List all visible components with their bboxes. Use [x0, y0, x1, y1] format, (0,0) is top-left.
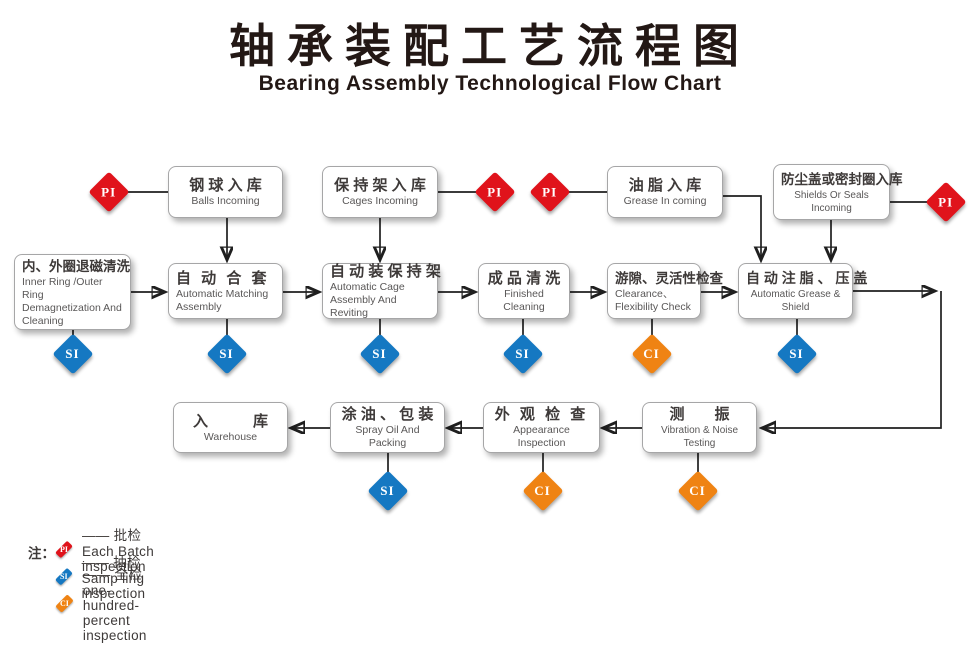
node-cage-assembly: 自 动 装 保 持 架 Automatic Cage Assembly And …: [322, 263, 441, 319]
page-title: 轴承装配工艺流程图: [229, 20, 751, 72]
si-badge-label: SI: [515, 345, 531, 361]
node-shields-incoming: 防尘盖或密封圈入库 Shields Or Seals Incoming: [773, 164, 903, 220]
node-grease-incoming: 油 脂 入 库 Grease In coming: [607, 166, 723, 218]
node-en-label: Assembly And Reviting: [330, 294, 397, 319]
page-subtitle: Bearing Assembly Technological Flow Char…: [258, 72, 722, 95]
node-en-label: Grease In coming: [623, 195, 707, 207]
node-demagnetization-cleaning: 内、外圈退磁清洗 Inner Ring /Outer Ring Demagnet…: [14, 254, 131, 330]
si-badge-label: SI: [789, 345, 805, 361]
legend-text: —— 抽检 Samp ling inspection: [81, 555, 146, 601]
node-finished-cleaning: 成 品 清 洗 Finished Cleaning: [478, 263, 570, 319]
node-en-label: Balls Incoming: [191, 195, 260, 207]
node-vibration-testing: 测 振 Vibration & Noise Testing: [642, 402, 757, 453]
node-en-label: Appearance Inspection: [513, 424, 570, 449]
node-cages-incoming: 保 持 架 入 库 Cages Incoming: [322, 166, 438, 218]
node-en-label: Automatic Cage: [330, 281, 405, 293]
node-en-label: Assembly: [176, 300, 222, 313]
node-en-label: Shields Or Seals Incoming: [794, 189, 869, 214]
node-zh-label: 测 振: [669, 406, 730, 423]
node-en-label: Warehouse: [203, 430, 258, 443]
si-badge-label: SI: [219, 345, 235, 361]
legend-item-batch: PI —— 批检 Each Batch inspection: [55, 528, 155, 574]
node-automatic-matching: 自 动 合 套 Automatic Matching Assembly: [168, 263, 283, 319]
node-en-label: Cages Incoming: [342, 195, 418, 207]
node-clearance-check: 游隙、灵活性检查 Clearance、 Flexibility Check: [607, 263, 723, 319]
node-zh-label: 自 动 合 套: [176, 269, 270, 287]
node-zh-label: 自 动 注 脂 、 压 盖: [746, 269, 868, 286]
legend-text: —— 批检 Each Batch inspection: [82, 528, 155, 574]
ci-badge-label: CI: [60, 598, 69, 608]
si-badge-label: SI: [60, 571, 68, 581]
node-zh-label: 防尘盖或密封圈入库: [781, 171, 903, 187]
node-zh-label: 内、外圈退磁清洗: [22, 258, 130, 274]
node-en-label: Vibration & Noise Testing: [660, 425, 739, 449]
node-zh-label: 油 脂 入 库: [628, 177, 702, 194]
node-en-label: Automatic Matching: [176, 287, 269, 300]
legend-text: —— 全检 one-hundred-percent inspection: [82, 567, 147, 643]
node-en-label: Flexibility Check: [615, 300, 691, 313]
node-en-label: Spray Oil And Packing: [355, 424, 420, 449]
node-en-label: Inner Ring /Outer Ring: [22, 275, 103, 301]
si-badge-label: SI: [65, 345, 81, 361]
node-en-label: Cleaning: [22, 314, 64, 327]
node-appearance-inspection: 外 观 检 查 Appearance Inspection: [483, 402, 600, 453]
node-en-label: Clearance、: [615, 287, 674, 300]
node-en-label: Finished Cleaning: [503, 287, 545, 313]
node-zh-label: 成 品 清 洗: [487, 269, 561, 287]
pi-badge-label: PI: [101, 184, 117, 199]
pi-badge-label: PI: [60, 544, 68, 554]
node-balls-incoming: 钢 球 入 库 Balls Incoming: [168, 166, 283, 218]
node-spray-oil-packing: 涂 油 、 包 装 Spray Oil And Packing: [330, 402, 445, 453]
legend-item-sampling: SI —— 抽检 Samp ling inspection: [55, 555, 155, 601]
node-zh-label: 入 库: [192, 412, 268, 430]
pi-badge-label: PI: [542, 184, 558, 199]
node-zh-label: 钢 球 入 库: [189, 177, 262, 194]
node-zh-label: 自 动 装 保 持 架: [330, 263, 441, 280]
pi-badge-label: PI: [487, 184, 503, 199]
ci-badge-label: CI: [689, 482, 707, 498]
pi-badge-label: PI: [938, 194, 954, 209]
legend-note-label: 注：: [28, 546, 55, 561]
node-grease-and-shield: 自 动 注 脂 、 压 盖 Automatic Grease & Shield: [738, 263, 868, 319]
node-warehouse: 入 库 Warehouse: [173, 402, 288, 453]
node-zh-label: 游隙、灵活性检查: [615, 270, 723, 286]
node-en-label: Automatic Grease & Shield: [750, 288, 841, 313]
node-en-label: Demagnetization And: [22, 301, 122, 314]
si-badge-label: SI: [380, 482, 396, 498]
node-zh-label: 涂 油 、 包 装: [341, 406, 434, 423]
si-badge-label: SI: [372, 345, 388, 361]
node-zh-label: 保 持 架 入 库: [334, 177, 426, 194]
ci-badge-label: CI: [534, 482, 552, 498]
legend-item-full: CI —— 全检 one-hundred-percent inspection: [55, 567, 155, 643]
ci-badge-label: CI: [643, 345, 661, 361]
node-zh-label: 外 观 检 查: [494, 406, 589, 423]
